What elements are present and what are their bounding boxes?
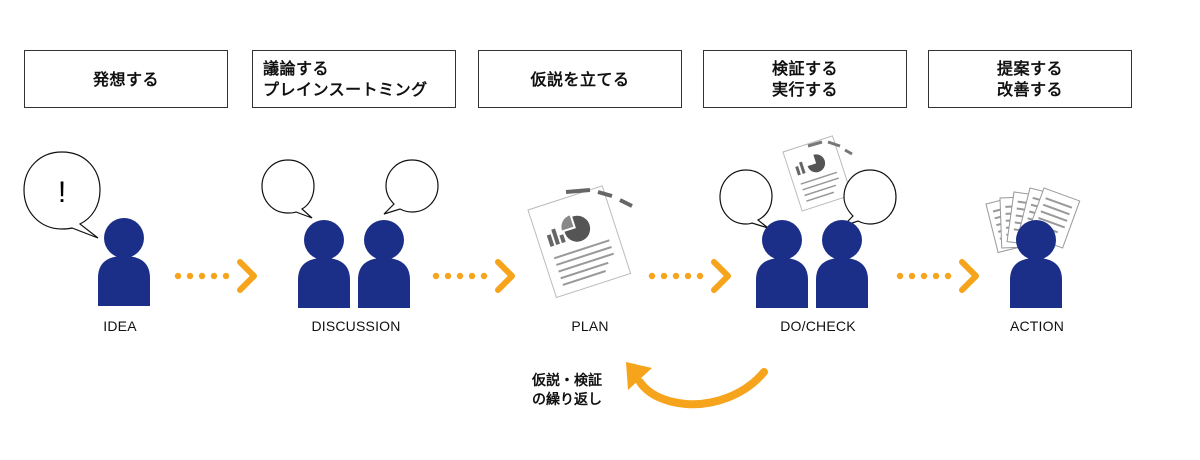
discussion-person-left-icon xyxy=(298,220,350,308)
loop-label: 仮説・検証 の繰り返し xyxy=(532,373,602,408)
docheck-speech-bubble-right xyxy=(842,169,897,227)
discussion-speech-bubble-right xyxy=(383,159,439,215)
stage-label-action: ACTION xyxy=(1009,318,1065,334)
arrow-plan-to-docheck xyxy=(648,259,731,293)
label-box-text: 仮説を立てる xyxy=(530,69,630,89)
label-box-discussion: 議論する プレインスートミング xyxy=(252,50,456,108)
label-box-action: 提案する 改善する xyxy=(928,50,1132,108)
plan-document-dashes xyxy=(565,188,633,208)
stage-label-plan: PLAN xyxy=(571,318,609,334)
discussion-person-right-icon xyxy=(358,220,410,308)
loop-arrow-docheck-to-plan xyxy=(626,362,768,409)
docheck-speech-bubble-left xyxy=(719,169,773,229)
label-box-plan: 仮説を立てる xyxy=(478,50,682,108)
docheck-person-right-icon xyxy=(816,220,868,308)
docheck-document-dashes xyxy=(807,140,853,156)
plan-document-icon xyxy=(527,185,632,299)
stage-label-docheck: DO/CHECK xyxy=(780,318,856,334)
arrow-idea-to-discussion xyxy=(174,259,257,293)
docheck-document-icon xyxy=(782,135,853,212)
label-box-text: 提案する 改善する xyxy=(996,59,1063,99)
docheck-person-left-icon xyxy=(756,220,808,308)
idea-speech-bubble xyxy=(23,151,101,239)
arrow-discussion-to-plan xyxy=(432,259,515,293)
label-box-docheck: 検証する 実行する xyxy=(703,50,907,108)
label-box-text: 議論する プレインスートミング xyxy=(263,59,428,99)
action-person-icon xyxy=(1010,220,1062,308)
idea-exclamation-mark: ! xyxy=(58,176,66,209)
discussion-speech-bubble-left xyxy=(261,159,315,219)
stage-label-discussion: DISCUSSION xyxy=(311,318,401,334)
label-box-idea: 発想する xyxy=(24,50,228,108)
arrow-docheck-to-action xyxy=(896,259,979,293)
stage-label-idea: IDEA xyxy=(103,318,137,334)
label-box-text: 発想する xyxy=(92,69,159,89)
label-box-text: 検証する 実行する xyxy=(771,59,838,99)
idea-person-icon xyxy=(98,218,150,306)
